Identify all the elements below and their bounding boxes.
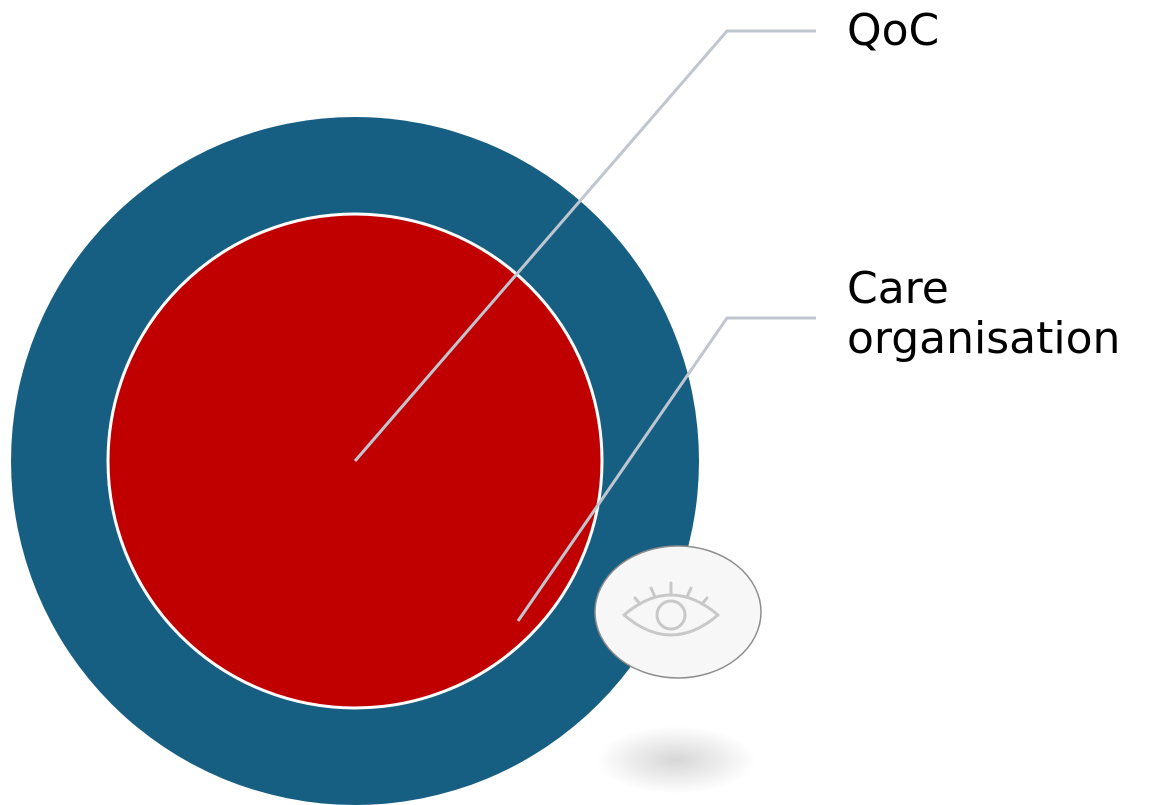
qoc-callout-line (353, 29, 816, 462)
view-badge-background (594, 545, 762, 679)
care-organisation-callout-line (516, 316, 816, 622)
care-organisation-label: Care organisation (847, 264, 1120, 364)
eye-icon (622, 581, 720, 637)
qoc-label: QoC (847, 5, 940, 56)
badge-shadow (596, 726, 756, 794)
care-organisation-label-line-1: Care (847, 263, 949, 314)
view-badge[interactable] (594, 545, 762, 679)
care-organisation-label-line-2: organisation (847, 313, 1121, 364)
